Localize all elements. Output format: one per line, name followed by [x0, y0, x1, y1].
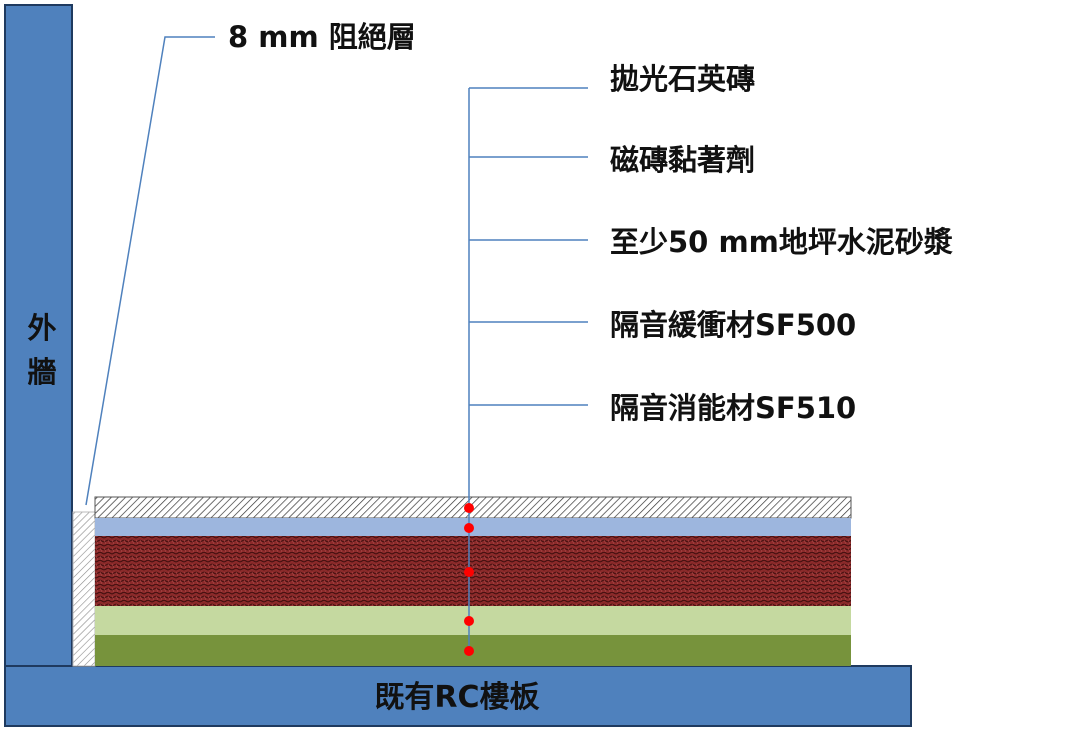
slab-label: 既有RC樓板 — [374, 680, 539, 715]
wall-body — [4, 4, 73, 668]
layer-marker-5 — [464, 646, 474, 656]
isolation-callout: 8 mm 阻絕層 — [85, 20, 416, 506]
floor-layers — [94, 496, 852, 666]
layer-callouts: 拋光石英磚 磁磚黏著劑 至少50 mm地坪水泥砂漿 隔音緩衝材SF500 隔音消… — [464, 62, 953, 656]
layer-label-5: 隔音消能材SF510 — [610, 391, 856, 425]
slab-body — [4, 665, 912, 727]
layer-label-2: 磁磚黏著劑 — [610, 143, 755, 177]
layer-marker-4 — [464, 616, 474, 626]
isolation-label: 8 mm 阻絕層 — [228, 20, 416, 54]
layer-label-3: 至少50 mm地坪水泥砂漿 — [610, 225, 953, 259]
layer-marker-3 — [464, 567, 474, 577]
layer-label-4: 隔音緩衝材SF500 — [610, 308, 856, 342]
isolation-leader-line — [85, 36, 215, 506]
layer-label-1: 拋光石英磚 — [610, 62, 755, 96]
layer-marker-2 — [464, 523, 474, 533]
rc-slab: 既有RC樓板 — [4, 665, 912, 727]
wall-label-line2: 牆 — [27, 355, 56, 389]
layer-marker-1 — [464, 503, 474, 513]
wall-label-line1: 外 — [27, 311, 56, 345]
exterior-wall: 外 牆 — [4, 4, 73, 668]
isolation-strip — [72, 511, 96, 667]
